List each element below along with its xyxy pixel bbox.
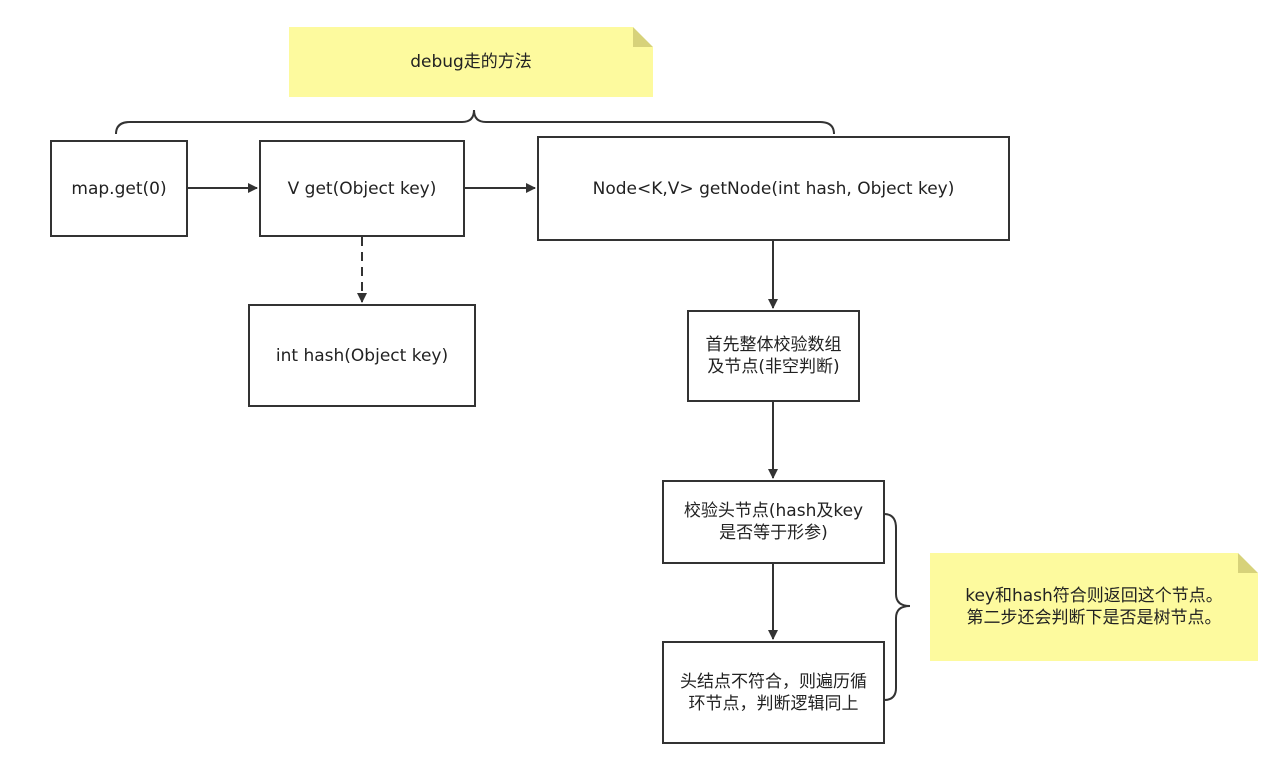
top-curly-brace bbox=[115, 109, 835, 135]
box-int-hash-label: int hash(Object key) bbox=[275, 345, 449, 366]
box-check-array: 首先整体校验数组 及节点(非空判断) bbox=[687, 310, 860, 402]
box-int-hash: int hash(Object key) bbox=[248, 304, 476, 407]
box-check-array-label: 首先整体校验数组 及节点(非空判断) bbox=[705, 335, 842, 377]
box-get-node: Node<K,V> getNode(int hash, Object key) bbox=[537, 136, 1010, 241]
note-debug-path-text: debug走的方法 bbox=[410, 52, 532, 72]
box-check-head-label: 校验头节点(hash及key 是否等于形参) bbox=[683, 501, 864, 543]
box-v-get-label: V get(Object key) bbox=[287, 178, 437, 199]
box-get-node-label: Node<K,V> getNode(int hash, Object key) bbox=[592, 178, 955, 199]
box-loop-nodes-label: 头结点不符合，则遍历循 环节点，判断逻辑同上 bbox=[680, 671, 867, 714]
box-check-head: 校验头节点(hash及key 是否等于形参) bbox=[662, 480, 885, 564]
right-curly-brace bbox=[883, 513, 911, 701]
box-map-get-label: map.get(0) bbox=[71, 178, 167, 199]
note-debug-path: debug走的方法 bbox=[289, 27, 653, 97]
note-fold-corner bbox=[633, 27, 653, 47]
box-loop-nodes: 头结点不符合，则遍历循 环节点，判断逻辑同上 bbox=[662, 641, 885, 744]
note-fold-corner bbox=[1238, 553, 1258, 573]
note-head-node-result-text: key和hash符合则返回这个节点。 第二步还会判断下是否是树节点。 bbox=[965, 586, 1223, 628]
box-map-get: map.get(0) bbox=[50, 140, 188, 237]
box-v-get: V get(Object key) bbox=[259, 140, 465, 237]
note-head-node-result: key和hash符合则返回这个节点。 第二步还会判断下是否是树节点。 bbox=[930, 553, 1258, 661]
